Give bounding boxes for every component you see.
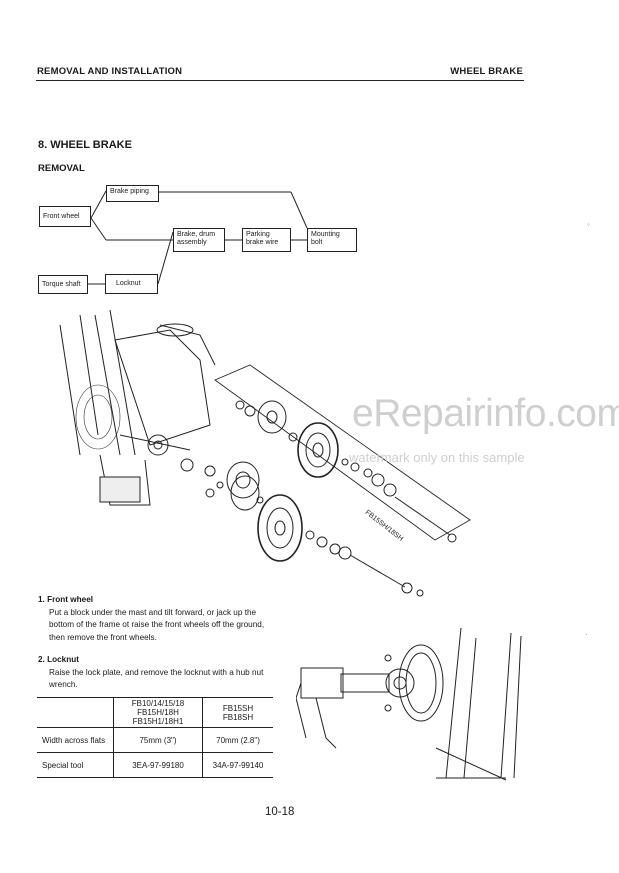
header-right: WHEEL BRAKE (450, 66, 523, 77)
flowchart-lines (88, 190, 308, 285)
scan-speck: · (585, 630, 588, 639)
table-cell: 3EA-97-99180 (113, 752, 203, 778)
flow-parking-brake-wire: Parking brake wire (242, 228, 291, 252)
table-row: Width across flats 75mm (3") 70mm (2.8") (37, 727, 273, 753)
table-row-label: Special tool (37, 752, 114, 778)
step-2-title: 2. Locknut (38, 655, 79, 664)
scan-speck: ◦ (587, 220, 590, 229)
step-2-body: Raise the lock plate, and remove the loc… (49, 667, 264, 690)
table-corner (37, 697, 114, 728)
flow-locknut: Locknut (105, 274, 158, 294)
step-1-body: Put a block under the mast and tilt forw… (49, 607, 265, 642)
table-row-label: Width across flats (37, 727, 114, 753)
flow-torque-shaft: Torque shaft (38, 275, 88, 294)
flow-brake-piping: Brake piping (106, 185, 159, 202)
flow-mounting-bolt: Mounting bolt (307, 228, 357, 252)
flow-brake-drum: Brake, drum assembly (173, 228, 225, 252)
step-1-title: 1. Front wheel (38, 595, 94, 604)
header-rule (36, 80, 524, 81)
table-cell: 75mm (3") (113, 727, 203, 753)
watermark-sub: watermark only on this sample (349, 450, 525, 465)
table-cell: 70mm (2.8") (202, 727, 273, 753)
table-row: Special tool 3EA-97-99180 34A-97-99140 (37, 752, 273, 778)
table-col2-header: FB15SH FB18SH (202, 697, 273, 728)
watermark-main: eRepairinfo.com (352, 392, 619, 435)
exploded-view-illustration (59, 309, 471, 597)
section-subtitle: REMOVAL (38, 163, 85, 174)
header-left: REMOVAL AND INSTALLATION (37, 66, 183, 77)
table-col1-header: FB10/14/15/18 FB15H/18H FB15H1/18H1 (113, 697, 203, 728)
step-2: 2. Locknut Raise the lock plate, and rem… (38, 654, 278, 692)
page-number: 10-18 (265, 806, 295, 818)
spec-table: FB10/14/15/18 FB15H/18H FB15H1/18H1 FB15… (37, 697, 273, 778)
step-1: 1. Front wheel Put a block under the mas… (38, 594, 278, 644)
section-title: 8. WHEEL BRAKE (38, 139, 132, 151)
flow-front-wheel: Front wheel (39, 206, 91, 227)
wrench-illustration (296, 628, 522, 781)
table-cell: 34A-97-99140 (202, 752, 273, 778)
